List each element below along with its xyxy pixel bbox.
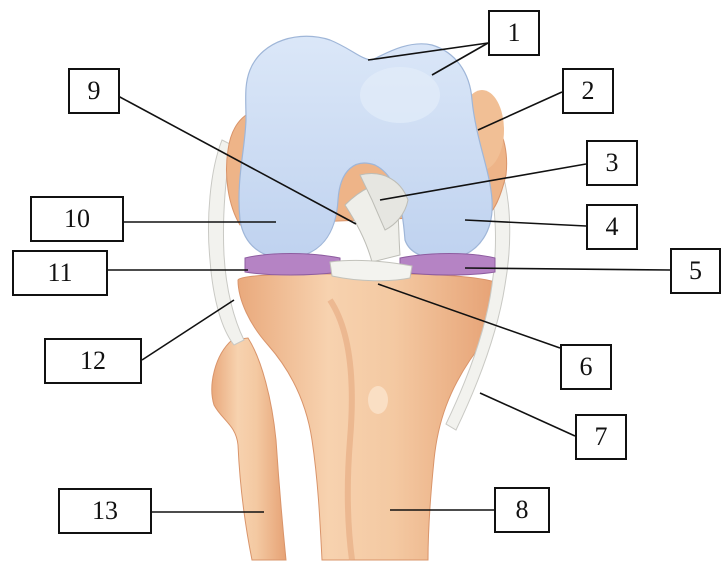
label-box-2: 2: [562, 68, 614, 114]
medial-meniscus: [400, 254, 495, 276]
label-box-1: 1: [488, 10, 540, 56]
label-box-6: 6: [560, 344, 612, 390]
label-box-5: 5: [670, 248, 721, 294]
label-box-9: 9: [68, 68, 120, 114]
label-box-10: 10: [30, 196, 124, 242]
label-box-3: 3: [586, 140, 638, 186]
fibula: [212, 338, 286, 560]
lateral-meniscus: [245, 254, 340, 276]
label-box-11: 11: [12, 250, 108, 296]
label-box-12: 12: [44, 338, 142, 384]
label-box-7: 7: [575, 414, 627, 460]
label-box-13: 13: [58, 488, 152, 534]
label-box-4: 4: [586, 204, 638, 250]
label-box-8: 8: [494, 487, 550, 533]
